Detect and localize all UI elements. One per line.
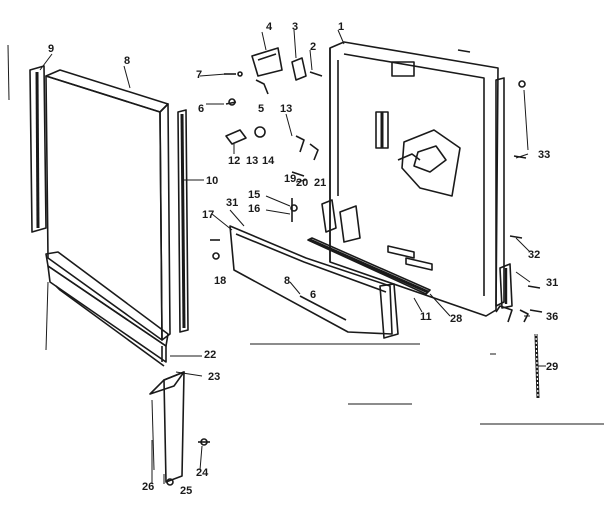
reference-lines (250, 343, 604, 425)
part-label-23: 23 (208, 371, 221, 383)
inner-lower-panel (229, 225, 399, 339)
part-label-6b: 6 (310, 289, 317, 301)
screw-25 (166, 478, 174, 486)
part-label-22: 22 (204, 349, 217, 361)
part-label-31b: 31 (546, 277, 559, 289)
part-label-5: 5 (258, 103, 265, 115)
part-label-1: 1 (338, 21, 345, 33)
part-label-18: 18 (214, 275, 227, 287)
door-seal-bar (307, 237, 431, 295)
part-label-8: 8 (124, 55, 131, 67)
leader-lines (39, 29, 546, 484)
kickplate (149, 371, 185, 483)
part-label-25: 25 (180, 485, 193, 497)
detergent-dispenser (375, 111, 461, 197)
part-label-19: 19 (284, 173, 297, 185)
part-label-24: 24 (196, 467, 209, 479)
part-label-17: 17 (202, 209, 215, 221)
part-label-3: 3 (292, 21, 299, 33)
liner-vent-slots (387, 245, 433, 271)
part-label-32: 32 (528, 249, 541, 261)
latch-assembly (224, 47, 323, 106)
part-label-7: 7 (196, 69, 203, 81)
door-side-trim-strip (7, 44, 47, 233)
hinge-bracket-right (495, 263, 529, 323)
part-label-12: 12 (228, 155, 241, 167)
part-label-28: 28 (450, 313, 463, 325)
part-label-10: 10 (206, 175, 219, 187)
part-label-2: 2 (310, 41, 317, 53)
part-label-33: 33 (538, 149, 551, 161)
part-label-4: 4 (266, 21, 273, 33)
door-spring (534, 333, 540, 399)
screw-24 (198, 438, 210, 446)
part-label-6: 6 (198, 103, 205, 115)
part-label-31a: 31 (226, 197, 239, 209)
part-label-26: 26 (142, 481, 155, 493)
part-label-36: 36 (546, 311, 559, 323)
hardware-18 (210, 239, 220, 260)
part-label-9: 9 (48, 43, 55, 55)
lower-access-panel (45, 251, 169, 367)
part-label-8b: 8 (284, 275, 291, 287)
side-trim (177, 109, 189, 333)
part-label-13a: 13 (280, 103, 293, 115)
part-label-16: 16 (248, 203, 261, 215)
part-label-29: 29 (546, 361, 559, 373)
part-label-13b: 13 (246, 155, 259, 167)
part-label-14: 14 (262, 155, 275, 167)
part-label-21: 21 (314, 177, 327, 189)
fasteners-right (509, 80, 543, 313)
part-label-11: 11 (420, 311, 432, 323)
latch-small-parts (225, 126, 361, 243)
part-label-15: 15 (248, 189, 261, 201)
outer-door-panel (45, 69, 171, 341)
inner-door-liner (329, 41, 505, 317)
part-label-20: 20 (296, 177, 309, 189)
